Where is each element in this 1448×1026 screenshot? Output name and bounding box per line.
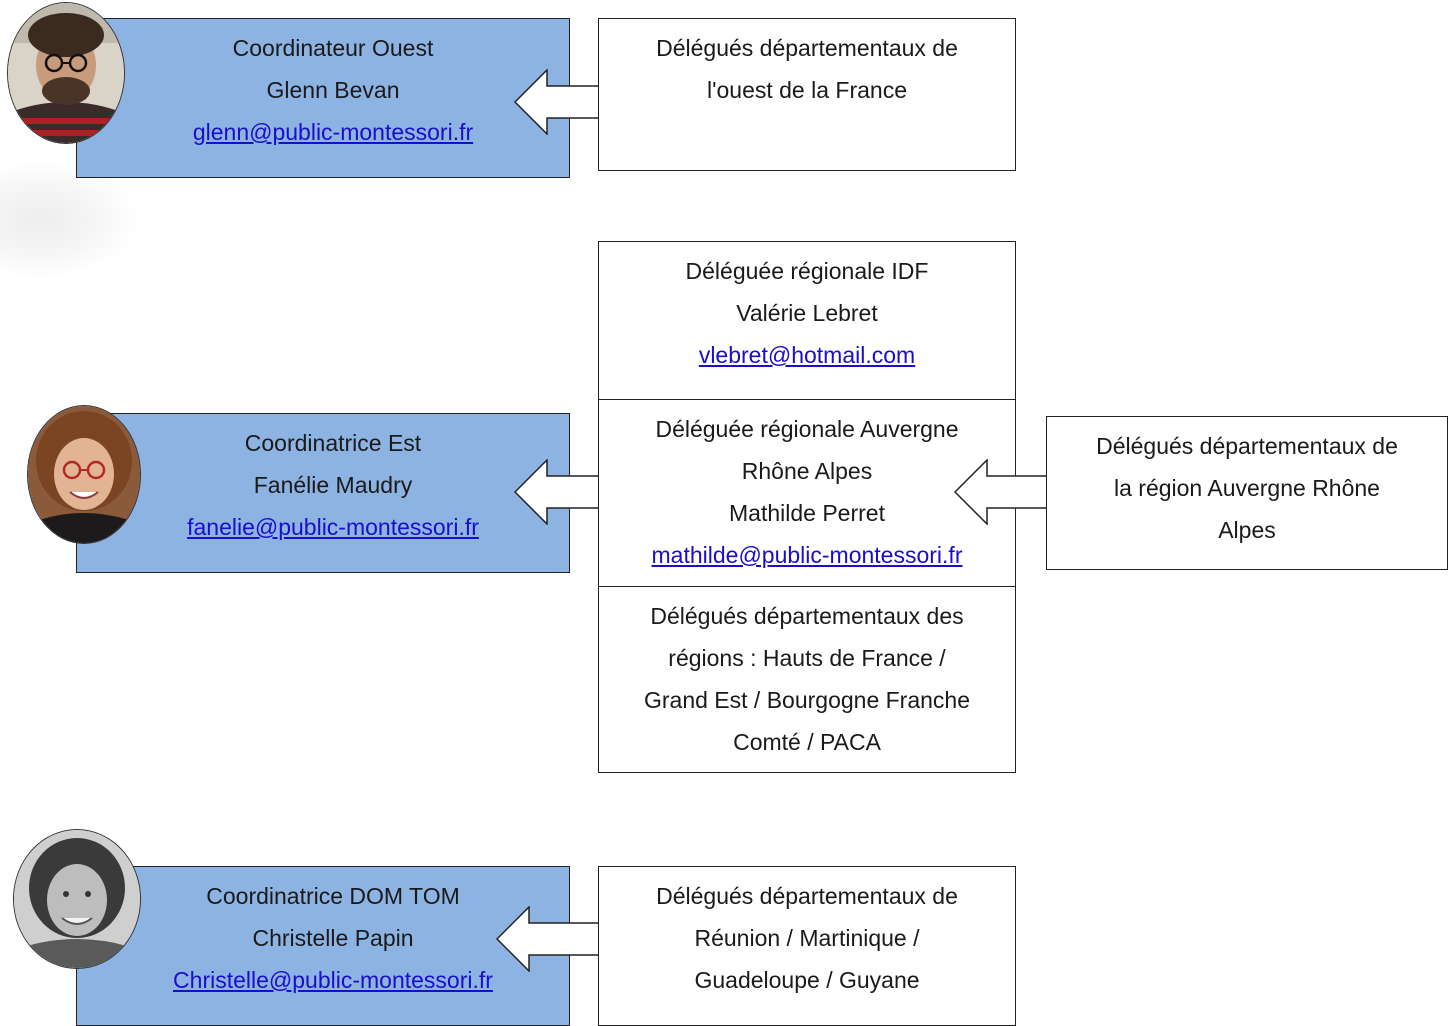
coordinator-ouest-title: Coordinateur Ouest bbox=[232, 35, 434, 61]
delegates-aura-box: Délégués départementaux de la région Auv… bbox=[1046, 416, 1448, 570]
aura-name: Mathilde Perret bbox=[729, 500, 885, 526]
delegates-domtom-line-1: Délégués départementaux de bbox=[656, 883, 958, 909]
shadow-blur bbox=[0, 160, 140, 280]
delegates-ouest-line-2: l'ouest de la France bbox=[706, 77, 907, 103]
coordinator-est-box: Coordinatrice Est Fanélie Maudry fanelie… bbox=[76, 413, 570, 573]
coordinator-ouest-email-link[interactable]: glenn@public-montessori.fr bbox=[192, 119, 474, 145]
regions-line-3: Grand Est / Bourgogne Franche bbox=[643, 687, 971, 713]
divider bbox=[599, 586, 1015, 587]
person-photo-icon bbox=[28, 406, 140, 543]
avatar-glenn bbox=[7, 2, 125, 144]
avatar-christelle bbox=[13, 829, 141, 969]
regional-stack-box: Déléguée régionale IDF Valérie Lebret vl… bbox=[598, 241, 1016, 773]
delegates-aura-line-1: Délégués départementaux de bbox=[1096, 433, 1398, 459]
coordinator-domtom-email-link[interactable]: Christelle@public-montessori.fr bbox=[173, 967, 493, 993]
aura-cell: Déléguée régionale Auvergne Rhône Alpes … bbox=[599, 408, 1015, 588]
coordinator-domtom-name: Christelle Papin bbox=[252, 925, 414, 951]
delegates-domtom-box: Délégués départementaux de Réunion / Mar… bbox=[598, 866, 1016, 1026]
person-photo-icon bbox=[14, 830, 140, 968]
coordinator-domtom-box: Coordinatrice DOM TOM Christelle Papin C… bbox=[76, 866, 570, 1026]
delegates-aura-line-3: Alpes bbox=[1218, 517, 1276, 543]
regions-cell: Délégués départementaux des régions : Ha… bbox=[599, 595, 1015, 771]
idf-title: Déléguée régionale IDF bbox=[685, 258, 929, 284]
coordinator-ouest-name: Glenn Bevan bbox=[266, 77, 400, 103]
idf-name: Valérie Lebret bbox=[736, 300, 878, 326]
aura-email-link[interactable]: mathilde@public-montessori.fr bbox=[651, 542, 963, 568]
idf-cell: Déléguée régionale IDF Valérie Lebret vl… bbox=[599, 250, 1015, 400]
coordinator-est-name: Fanélie Maudry bbox=[253, 472, 413, 498]
regions-line-2: régions : Hauts de France / bbox=[668, 645, 946, 671]
idf-email-link[interactable]: vlebret@hotmail.com bbox=[698, 342, 916, 368]
coordinator-est-title: Coordinatrice Est bbox=[244, 430, 422, 456]
delegates-domtom-line-2: Réunion / Martinique / bbox=[694, 925, 920, 951]
delegates-ouest-box: Délégués départementaux de l'ouest de la… bbox=[598, 18, 1016, 171]
avatar-fanelie bbox=[27, 405, 141, 544]
coordinator-est-email-link[interactable]: fanelie@public-montessori.fr bbox=[187, 514, 479, 540]
coordinator-ouest-box: Coordinateur Ouest Glenn Bevan glenn@pub… bbox=[76, 18, 570, 178]
delegates-domtom-line-3: Guadeloupe / Guyane bbox=[694, 967, 920, 993]
regions-line-1: Délégués départementaux des bbox=[650, 603, 964, 629]
aura-title-line-2: Rhône Alpes bbox=[741, 458, 873, 484]
aura-title-line-1: Déléguée régionale Auvergne bbox=[655, 416, 959, 442]
person-photo-icon bbox=[8, 3, 124, 143]
regions-line-4: Comté / PACA bbox=[733, 729, 881, 755]
delegates-ouest-line-1: Délégués départementaux de bbox=[656, 35, 958, 61]
divider bbox=[599, 399, 1015, 400]
coordinator-domtom-title: Coordinatrice DOM TOM bbox=[206, 883, 460, 909]
delegates-aura-line-2: la région Auvergne Rhône bbox=[1114, 475, 1380, 501]
